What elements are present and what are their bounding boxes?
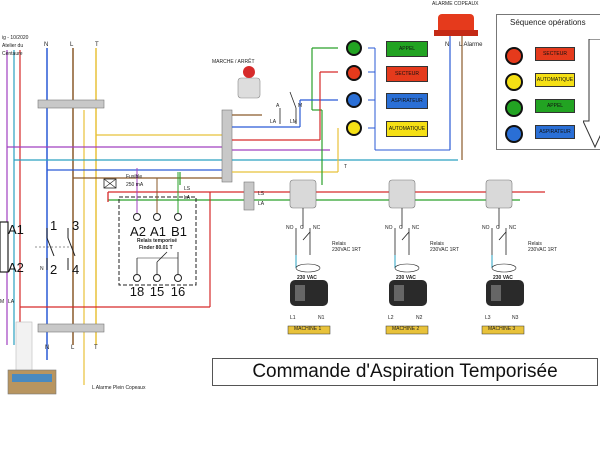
switch-a-label: A bbox=[276, 103, 280, 109]
machine-3-l: L3 bbox=[485, 315, 491, 321]
machine-3-voltage: 230 VAC bbox=[493, 275, 513, 281]
alarm-lamp bbox=[434, 14, 478, 36]
supply-n-label: N bbox=[44, 42, 49, 48]
page-title-box: Commande d'Aspiration Temporisée bbox=[212, 358, 598, 386]
fuse-label-2: 250 mA bbox=[126, 182, 144, 188]
terminal-block-ls bbox=[243, 181, 255, 211]
supply-l-label: L bbox=[70, 42, 74, 48]
terminal-bar-top bbox=[37, 99, 105, 109]
rail-ls-label: LS bbox=[258, 191, 265, 197]
fuse-label-1: Fusible bbox=[126, 174, 143, 180]
switch-la-label: LA bbox=[270, 119, 277, 125]
credit-line-1: ig - 10/2020 bbox=[2, 35, 29, 41]
bottom-n-label: N bbox=[45, 345, 50, 351]
machine-2-relay-label: Relais 230VAC 1RT bbox=[430, 241, 459, 253]
seq-tag-1: SECTEUR bbox=[535, 47, 575, 61]
seq-light-3 bbox=[505, 99, 523, 117]
relay-1-c: C bbox=[300, 225, 304, 231]
motor-3 bbox=[481, 263, 525, 335]
machine-3-n: N3 bbox=[512, 315, 519, 321]
contactor-t3: 3 bbox=[72, 218, 80, 233]
marche-arret-switch bbox=[237, 66, 297, 124]
timer-name-2: Finder 80.01 T bbox=[139, 245, 173, 251]
timer-terminal-a2: A2 bbox=[130, 224, 146, 239]
terminal-bar-bottom bbox=[37, 323, 105, 333]
switch-label: MARCHE / ARRÊT bbox=[212, 59, 255, 65]
sequence-panel: Séquence opérations SECTEUR AUTOMATIQUE … bbox=[496, 14, 600, 150]
machine-1-voltage: 230 VAC bbox=[297, 275, 317, 281]
switch-m-label: M bbox=[298, 103, 303, 109]
machine-1-n: N1 bbox=[318, 315, 325, 321]
timer-ls-label: LS bbox=[184, 186, 191, 192]
contactor-la-label: LA bbox=[8, 299, 15, 305]
contactor-t1: 1 bbox=[50, 218, 58, 233]
relay-1-no: NO bbox=[286, 225, 294, 231]
contactor-m-label: M bbox=[0, 299, 5, 305]
machine-2-l: L2 bbox=[388, 315, 394, 321]
contactor-t2: 2 bbox=[50, 262, 58, 277]
machine-2-label: MACHINE 2 bbox=[392, 326, 420, 332]
machine-1-label: MACHINE 1 bbox=[294, 326, 322, 332]
contactor-t4: 4 bbox=[72, 262, 80, 277]
vacuum-bag bbox=[7, 321, 57, 395]
rail-la-label: LA bbox=[258, 201, 265, 207]
timer-terminal-b1: B1 bbox=[171, 224, 187, 239]
motor-1 bbox=[287, 263, 331, 335]
indicator-tag-automatique: AUTOMATIQUE bbox=[386, 121, 428, 137]
indicator-tag-secteur: SECTEUR bbox=[386, 66, 428, 82]
motor-2 bbox=[385, 263, 429, 335]
contactor-a2: A2 bbox=[8, 260, 24, 275]
timer-name-1: Relais temporisé bbox=[137, 238, 178, 244]
credit-line-2: Atelier du bbox=[2, 43, 24, 49]
timer-terminal-15: 15 bbox=[149, 284, 165, 299]
indicator-tag-aspirateur: ASPIRATEUR bbox=[386, 93, 428, 109]
relay-2-c: C bbox=[399, 225, 403, 231]
seq-light-2 bbox=[505, 73, 523, 91]
switch-lm-label: LM bbox=[290, 119, 297, 125]
terminal-block-center bbox=[221, 109, 233, 183]
contactor-n-label: N bbox=[40, 266, 44, 272]
bottom-alarm-label: L Alarme Plein Copeaux bbox=[92, 385, 146, 391]
timer-terminal-18: 18 bbox=[129, 284, 145, 299]
supply-t-label: T bbox=[95, 42, 99, 48]
relay-2-nc: NC bbox=[412, 225, 420, 231]
machine-relay-1 bbox=[289, 179, 317, 268]
machine-1-l: L1 bbox=[290, 315, 296, 321]
sequence-arrow bbox=[583, 39, 600, 149]
seq-tag-4: ASPIRATEUR bbox=[535, 125, 575, 139]
bottom-t-label: T bbox=[94, 345, 98, 351]
machine-relay-3 bbox=[485, 179, 513, 268]
machine-relay-2 bbox=[388, 179, 416, 268]
relay-3-nc: NC bbox=[509, 225, 517, 231]
alarm-n-label: N bbox=[445, 42, 450, 48]
seq-tag-2: AUTOMATIQUE bbox=[535, 73, 575, 87]
sequence-title: Séquence opérations bbox=[510, 18, 586, 27]
contactor-coil bbox=[0, 221, 9, 273]
timer-terminal-16: 16 bbox=[170, 284, 186, 299]
indicator-tag-appel: APPEL bbox=[386, 41, 428, 57]
seq-light-4 bbox=[505, 125, 523, 143]
machine-3-relay-label: Relais 230VAC 1RT bbox=[528, 241, 557, 253]
credit-line-3: Centaure bbox=[2, 51, 23, 57]
indicator-lights bbox=[346, 40, 362, 136]
seq-tag-3: APPEL bbox=[535, 99, 575, 113]
machine-2-voltage: 230 VAC bbox=[396, 275, 416, 281]
rail-t-label: T bbox=[344, 164, 348, 170]
relay-1-nc: NC bbox=[313, 225, 321, 231]
page-title: Commande d'Aspiration Temporisée bbox=[252, 361, 558, 382]
seq-light-1 bbox=[505, 47, 523, 65]
timer-terminal-a1: A1 bbox=[150, 224, 166, 239]
machine-2-n: N2 bbox=[416, 315, 423, 321]
contactor-a1: A1 bbox=[8, 222, 24, 237]
machine-3-label: MACHINE 3 bbox=[488, 326, 516, 332]
alarm-label: ALARME COPEAUX bbox=[432, 1, 479, 7]
bottom-l-label: L bbox=[71, 345, 75, 351]
timer-la-label: LA bbox=[184, 195, 191, 201]
machine-1-relay-label: Relais 230VAC 1RT bbox=[332, 241, 361, 253]
relay-3-no: NO bbox=[482, 225, 490, 231]
alarm-l-label: L Alarme bbox=[459, 42, 483, 48]
relay-2-no: NO bbox=[385, 225, 393, 231]
relay-3-c: C bbox=[496, 225, 500, 231]
